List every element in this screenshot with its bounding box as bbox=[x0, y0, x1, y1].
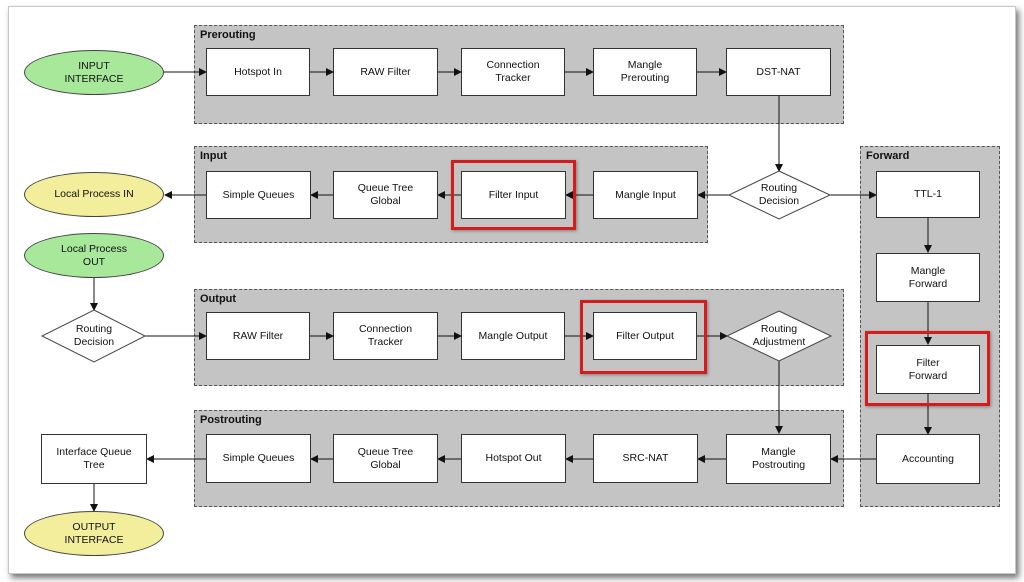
group-title-postrouting: Postrouting bbox=[200, 414, 262, 426]
local-process-out-node: Local Process OUT bbox=[24, 233, 164, 278]
hotspot-in-node: Hotspot In bbox=[206, 48, 310, 96]
hotspot-out-node: Hotspot Out bbox=[461, 434, 566, 483]
accounting-node: Accounting bbox=[876, 434, 980, 484]
output-interface-node: OUTPUT INTERFACE bbox=[24, 511, 164, 556]
mangle-input-node: Mangle Input bbox=[593, 171, 698, 219]
routing-decision-out-diamond bbox=[40, 309, 147, 363]
group-title-input: Input bbox=[200, 150, 227, 162]
interface-queue-tree-node: Interface Queue Tree bbox=[41, 434, 147, 484]
group-title-prerouting: Prerouting bbox=[200, 29, 256, 41]
group-title-forward: Forward bbox=[866, 150, 910, 162]
routing-decision-main-diamond bbox=[727, 170, 832, 220]
simple-queues-in-node: Simple Queues bbox=[206, 171, 311, 219]
routing-decision-main-label: Routing Decision bbox=[758, 182, 800, 207]
filter-input-node: Filter Input bbox=[461, 171, 566, 219]
mangle-output-node: Mangle Output bbox=[461, 312, 565, 360]
highlight-filter-forward bbox=[865, 331, 990, 406]
raw-filter-pre-node: RAW Filter bbox=[333, 48, 438, 96]
routing-decision-out-label: Routing Decision bbox=[73, 323, 115, 348]
src-nat-node: SRC-NAT bbox=[593, 434, 698, 483]
highlight-filter-output bbox=[580, 300, 707, 374]
dst-nat-node: DST-NAT bbox=[726, 48, 831, 96]
mangle-forward-node: Mangle Forward bbox=[876, 253, 980, 302]
connection-tracker-out-node: Connection Tracker bbox=[333, 312, 438, 360]
group-title-output: Output bbox=[200, 293, 237, 305]
raw-filter-out-node: RAW Filter bbox=[206, 312, 310, 360]
queue-tree-global-post-node: Queue Tree Global bbox=[333, 434, 438, 483]
filter-output-node: Filter Output bbox=[593, 312, 697, 360]
connection-tracker-pre-node: Connection Tracker bbox=[461, 48, 565, 96]
mangle-postrouting-node: Mangle Postrouting bbox=[726, 434, 831, 484]
ttl-1-node: TTL-1 bbox=[876, 171, 980, 218]
routing-adjustment-diamond bbox=[725, 310, 833, 362]
filter-forward-node: Filter Forward bbox=[876, 345, 980, 394]
local-process-in-node: Local Process IN bbox=[24, 172, 164, 217]
queue-tree-global-in-node: Queue Tree Global bbox=[333, 171, 438, 219]
routing-adjustment-label: Routing Adjustment bbox=[752, 323, 806, 348]
simple-queues-post-node: Simple Queues bbox=[206, 434, 311, 483]
highlight-filter-input bbox=[451, 160, 576, 230]
mangle-prerouting-node: Mangle Prerouting bbox=[593, 48, 697, 96]
input-interface-node: INPUT INTERFACE bbox=[24, 50, 164, 95]
